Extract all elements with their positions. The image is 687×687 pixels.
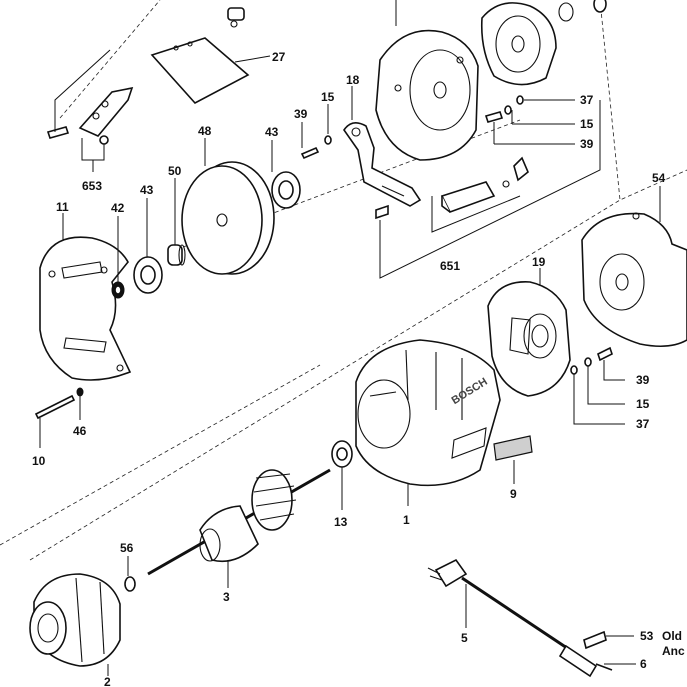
part-power-cord-5 — [427, 558, 598, 678]
label-37-lower: 37 — [636, 417, 650, 431]
assembly-boundary-line-right — [599, 0, 621, 201]
part-motor-housing-1: BOSCH — [355, 339, 501, 506]
part-flange-43-right — [271, 140, 301, 209]
part-label-9 — [493, 435, 533, 484]
part-ring-56 — [124, 556, 136, 592]
part-end-shield-19 — [487, 268, 571, 397]
part-washer-46 — [76, 387, 84, 420]
assembly-boundary-line-top — [59, 0, 161, 119]
label-48: 48 — [198, 124, 212, 138]
part-arm-18 — [343, 86, 422, 207]
label-43-left: 43 — [140, 183, 154, 197]
assembly-axis-line — [0, 364, 321, 546]
part-guard-11 — [39, 213, 132, 381]
label-2: 2 — [104, 675, 111, 687]
label-42: 42 — [111, 201, 125, 215]
label-43-right: 43 — [265, 125, 279, 139]
label-53: 53 — [640, 629, 654, 643]
note-old-line2: Anc — [662, 644, 685, 658]
part-clip-653 — [46, 49, 134, 172]
part-sleeve-6 — [595, 663, 636, 671]
label-6: 6 — [640, 657, 647, 671]
label-15-upper: 15 — [580, 117, 594, 131]
part-bearing-42 — [111, 216, 125, 299]
note-old-line1: Old — [662, 629, 682, 643]
label-39-upper: 39 — [580, 137, 594, 151]
label-50: 50 — [168, 164, 182, 178]
part-end-cover-top-right — [480, 0, 607, 86]
label-11: 11 — [56, 200, 69, 214]
label-13: 13 — [334, 515, 348, 529]
label-9: 9 — [510, 487, 517, 501]
label-46: 46 — [73, 424, 87, 438]
part-screw-set-upper-right — [484, 95, 575, 145]
label-56: 56 — [120, 541, 134, 555]
part-end-cap-2 — [29, 573, 121, 676]
label-18: 18 — [346, 73, 360, 87]
part-wheel-cover-upper — [375, 0, 479, 161]
part-top-clip — [227, 7, 245, 28]
label-3: 3 — [223, 590, 230, 604]
label-15: 15 — [321, 90, 335, 104]
label-37-upper: 37 — [580, 93, 594, 107]
label-54: 54 — [652, 171, 666, 185]
label-39: 39 — [294, 107, 308, 121]
label-10: 10 — [32, 454, 46, 468]
label-1: 1 — [403, 513, 410, 527]
label-651: 651 — [440, 259, 460, 273]
part-washer-13 — [331, 440, 353, 510]
part-screw-10 — [34, 394, 76, 448]
part-screw-39 — [300, 122, 320, 160]
part-guard-54 — [581, 186, 687, 348]
label-15-lower: 15 — [636, 397, 650, 411]
part-plate-27 — [150, 37, 271, 104]
label-19: 19 — [532, 255, 546, 269]
part-flange-43-left — [133, 198, 163, 294]
part-bushing-50 — [167, 178, 186, 266]
part-spark-guard-651 — [375, 100, 601, 279]
part-wheel-48 — [181, 138, 275, 275]
label-27: 27 — [272, 50, 286, 64]
part-screw-set-lower-right — [570, 346, 625, 425]
part-washer-15 — [324, 104, 332, 145]
part-armature-3 — [147, 468, 331, 588]
part-clamp-53 — [583, 630, 634, 650]
label-653: 653 — [82, 179, 102, 193]
label-5: 5 — [461, 631, 468, 645]
label-39-lower: 39 — [636, 373, 650, 387]
